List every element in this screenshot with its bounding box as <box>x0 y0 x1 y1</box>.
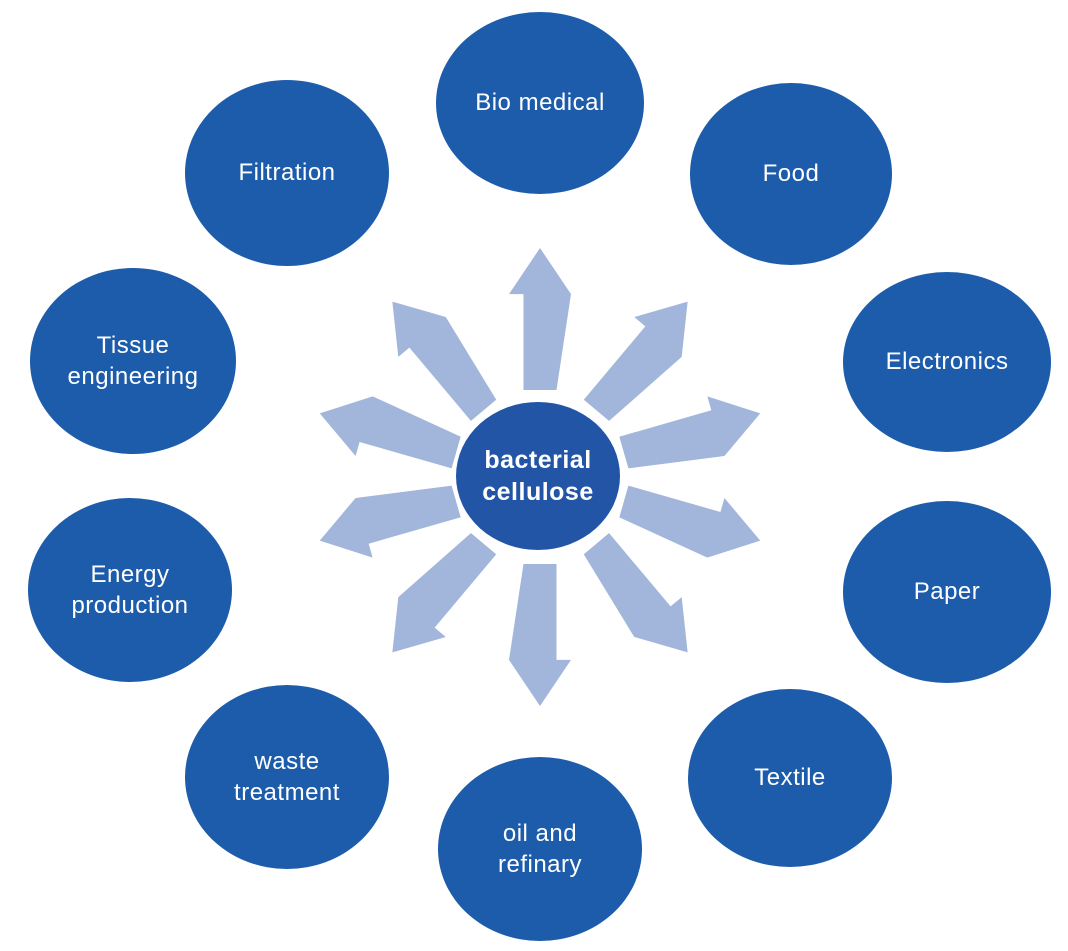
node-paper: Paper <box>843 501 1051 683</box>
node-bacterial-cellulose-label: bacterial cellulose <box>482 445 594 507</box>
node-food-label: Food <box>762 160 820 188</box>
arrow-to-paper <box>615 471 769 570</box>
node-electronics: Electronics <box>843 272 1051 452</box>
arrow-to-energy-production <box>311 471 465 570</box>
arrow-to-bio-medical <box>509 248 571 390</box>
arrow-to-tissue-engineering <box>311 384 465 483</box>
node-oil-and-refinary-label: oil and refinary <box>497 819 583 878</box>
node-textile-label: Textile <box>754 764 826 792</box>
node-waste-treatment-label: waste treatment <box>234 747 340 806</box>
node-bacterial-cellulose: bacterial cellulose <box>456 402 620 550</box>
node-tissue-engineering-label: Tissue engineering <box>67 331 199 390</box>
node-bio-medical-label: Bio medical <box>475 89 605 117</box>
node-food: Food <box>690 83 892 265</box>
node-bio-medical: Bio medical <box>436 12 644 194</box>
arrow-to-oil-and-refinary <box>509 564 571 706</box>
node-tissue-engineering: Tissue engineering <box>30 268 236 454</box>
arrow-to-waste-treatment <box>369 524 508 673</box>
arrow-to-electronics <box>615 384 769 483</box>
node-paper-label: Paper <box>913 578 981 606</box>
node-waste-treatment: waste treatment <box>185 685 389 869</box>
arrow-to-food <box>572 282 711 431</box>
node-electronics-label: Electronics <box>885 348 1009 376</box>
node-energy-production-label: Energy production <box>71 560 189 619</box>
node-oil-and-refinary: oil and refinary <box>438 757 642 941</box>
node-textile: Textile <box>688 689 892 867</box>
node-filtration: Filtration <box>185 80 389 266</box>
node-energy-production: Energy production <box>28 498 232 682</box>
node-filtration-label: Filtration <box>238 159 336 187</box>
